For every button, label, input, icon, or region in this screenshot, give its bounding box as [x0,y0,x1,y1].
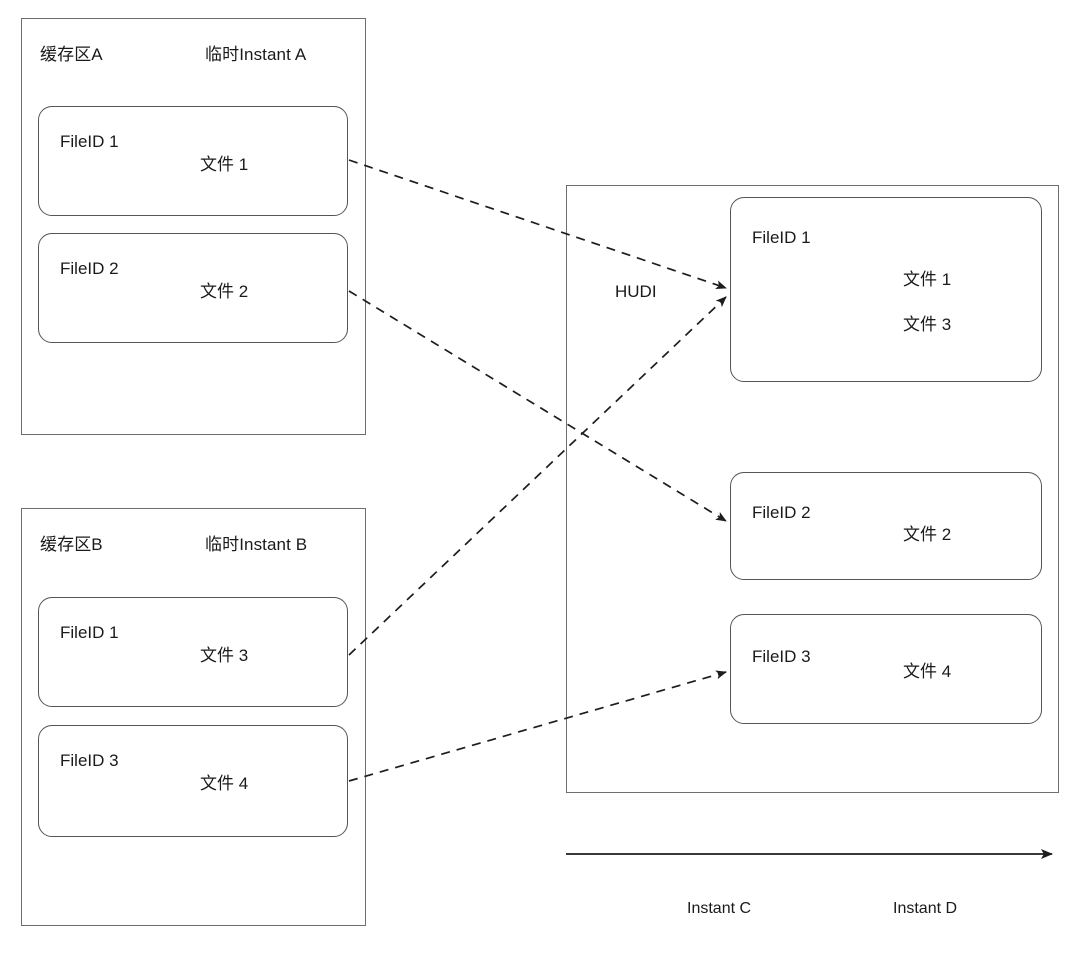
buffer-b-card-1-fileid: FileID 1 [60,623,119,642]
buffer-b-card-1[interactable] [38,597,348,707]
buffer-b-card-2-fileid: FileID 3 [60,751,119,770]
hudi-card-2-file-0: 文件 2 [903,525,952,544]
timeline-tick-instant-d: Instant D [893,900,958,917]
buffer-b-card-2-file-0: 文件 4 [200,774,249,793]
hudi-card-3[interactable] [730,614,1042,724]
hudi-card-2-fileid: FileID 2 [752,503,811,522]
hudi-card-3-fileid: FileID 3 [752,647,811,666]
buffer-zone-a-title: 缓存区A [40,45,103,64]
timeline-tick-instant-c: Instant C [687,900,752,917]
buffer-a-card-1-file-0: 文件 1 [200,155,249,174]
buffer-zone-a-instant: 临时Instant A [205,45,307,64]
buffer-zone-a-box [21,18,366,435]
buffer-zone-b-instant: 临时Instant B [205,535,308,554]
buffer-zone-b-box [21,508,366,926]
buffer-zone-b-title: 缓存区B [40,535,103,554]
hudi-label: HUDI [615,282,657,301]
buffer-a-card-2[interactable] [38,233,348,343]
buffer-a-card-1[interactable] [38,106,348,216]
hudi-card-2[interactable] [730,472,1042,580]
buffer-a-card-2-file-0: 文件 2 [200,282,249,301]
buffer-b-card-2[interactable] [38,725,348,837]
hudi-card-1[interactable] [730,197,1042,382]
hudi-card-3-file-0: 文件 4 [903,662,952,681]
hudi-card-1-fileid: FileID 1 [752,228,811,247]
hudi-card-1-file-1: 文件 3 [903,315,952,334]
hudi-card-1-file-0: 文件 1 [903,270,952,289]
buffer-a-card-2-fileid: FileID 2 [60,259,119,278]
buffer-b-card-1-file-0: 文件 3 [200,646,249,665]
buffer-a-card-1-fileid: FileID 1 [60,132,119,151]
